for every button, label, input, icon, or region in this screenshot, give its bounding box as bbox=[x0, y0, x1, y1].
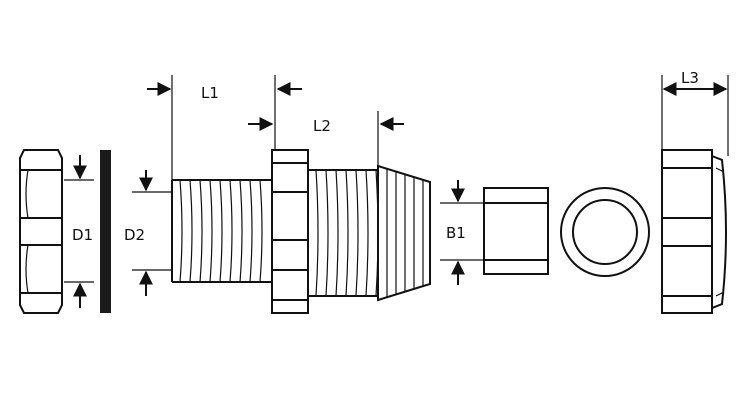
thread-ridge bbox=[239, 179, 243, 283]
dimension-lines bbox=[64, 75, 729, 308]
thread-ridge bbox=[229, 179, 233, 283]
label-d1: D1 bbox=[72, 226, 93, 244]
o-ring bbox=[560, 187, 650, 277]
thread-ridge bbox=[335, 169, 339, 297]
seal-insert bbox=[483, 187, 549, 275]
thread-ridge bbox=[259, 179, 263, 283]
body-hex-flange bbox=[271, 149, 309, 314]
thread-ridge bbox=[345, 169, 349, 297]
thread-ridge bbox=[355, 169, 359, 297]
gland-body bbox=[171, 149, 431, 314]
thread-ridge bbox=[179, 179, 183, 283]
label-b1: B1 bbox=[446, 224, 466, 242]
sealing-washer bbox=[100, 150, 111, 313]
sealing-nut bbox=[661, 149, 727, 314]
thread-ridge bbox=[315, 169, 319, 297]
thread-ridge bbox=[189, 179, 193, 283]
thread-ridge bbox=[199, 179, 203, 283]
thread-ridge bbox=[249, 179, 253, 283]
thread-ridge bbox=[219, 179, 223, 283]
thread-ridge bbox=[325, 169, 329, 297]
body-thread-left bbox=[171, 179, 272, 283]
thread-ridge bbox=[365, 169, 369, 297]
thread-ridge bbox=[209, 179, 213, 283]
body-thread-right bbox=[308, 169, 379, 297]
locknut bbox=[19, 149, 63, 314]
label-l1: L1 bbox=[201, 84, 219, 102]
label-d2: D2 bbox=[124, 226, 145, 244]
label-l2: L2 bbox=[313, 117, 331, 135]
body-claw bbox=[377, 164, 431, 302]
label-l3: L3 bbox=[681, 69, 699, 87]
